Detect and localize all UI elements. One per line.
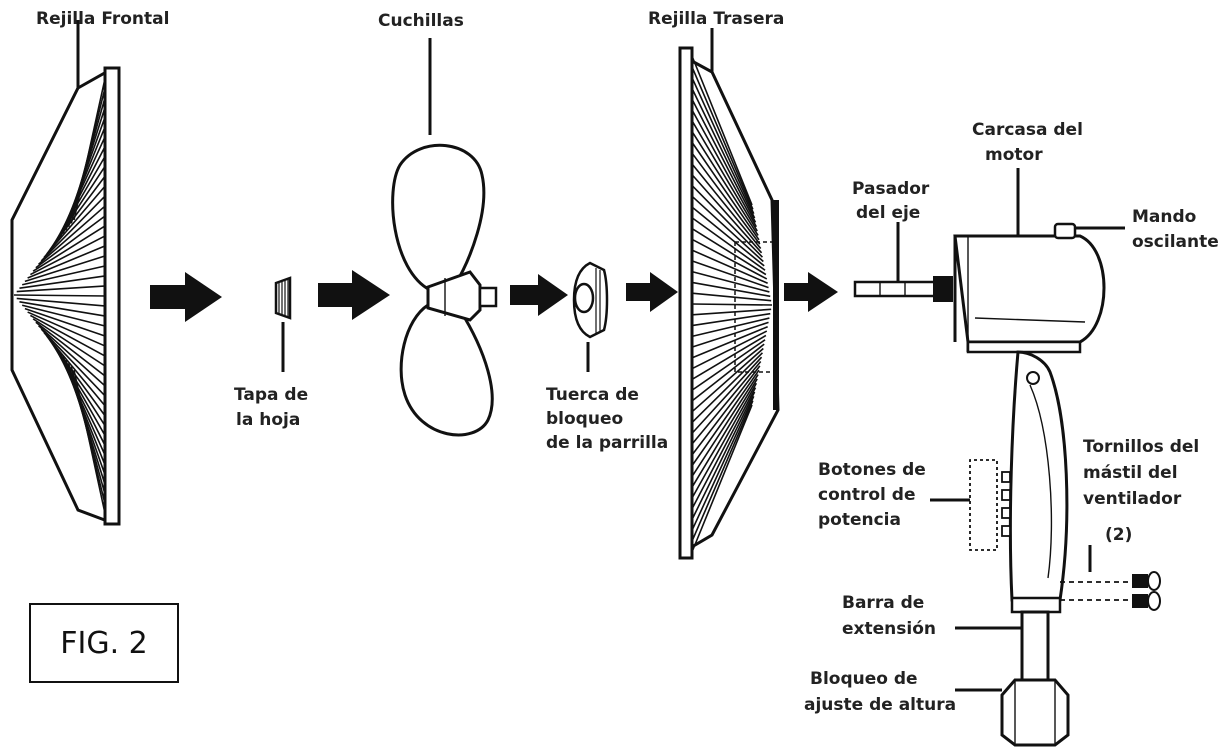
front-grille [10,20,121,526]
motor-housing [853,168,1125,354]
label-tornillos-2: mástil del [1083,463,1178,483]
label-tapa-1: Tapa de [234,385,308,405]
extension-bar [1020,610,1050,684]
label-barra-1: Barra de [842,593,924,613]
label-pasador-2: del eje [856,203,920,223]
label-cuchillas: Cuchillas [378,11,464,31]
oscillation-knob [1053,222,1077,240]
label-botones-1: Botones de [818,460,926,480]
blade-cap [274,276,292,372]
fan-blades [391,38,498,437]
label-rejilla-frontal: Rejilla Frontal [36,9,169,29]
arrow-5 [784,272,838,312]
shaft-pin [853,280,937,298]
label-rejilla-trasera: Rejilla Trasera [648,9,784,29]
figure-label: FIG. 2 [60,626,148,661]
label-tuerca-3: de la parrilla [546,433,668,453]
label-tornillos-4: (2) [1105,525,1132,545]
label-tornillos-3: ventilador [1083,489,1182,509]
label-bloqueo-2: ajuste de altura [804,695,956,715]
label-tapa-2: la hoja [236,410,300,430]
label-pasador-1: Pasador [852,179,930,199]
label-mando-1: Mando [1132,207,1196,227]
label-tornillos-1: Tornillos del [1083,437,1199,457]
label-botones-2: control de [818,485,916,505]
power-buttons [1001,471,1011,537]
label-tuerca-1: Tuerca de [546,385,639,405]
label-bloqueo-1: Bloqueo de [810,669,918,689]
height-lock [1000,678,1070,747]
label-carcasa-2: motor [985,145,1043,165]
arrow-3 [510,274,568,316]
arrow-1 [150,272,222,322]
mast-screws [1132,571,1161,611]
arrow-2 [318,270,390,320]
label-tuerca-2: bloqueo [546,409,623,429]
label-carcasa-1: Carcasa del [972,120,1083,140]
rear-grille [678,28,780,560]
fan-body [930,350,1161,747]
assembly-arrows [150,270,838,322]
label-mando-2: oscilante [1132,232,1219,252]
label-botones-3: potencia [818,510,901,530]
grille-lock-nut [572,261,609,372]
label-barra-2: extensión [842,619,936,639]
arrow-4 [626,272,678,312]
figure-label-box: FIG. 2 [29,603,179,683]
